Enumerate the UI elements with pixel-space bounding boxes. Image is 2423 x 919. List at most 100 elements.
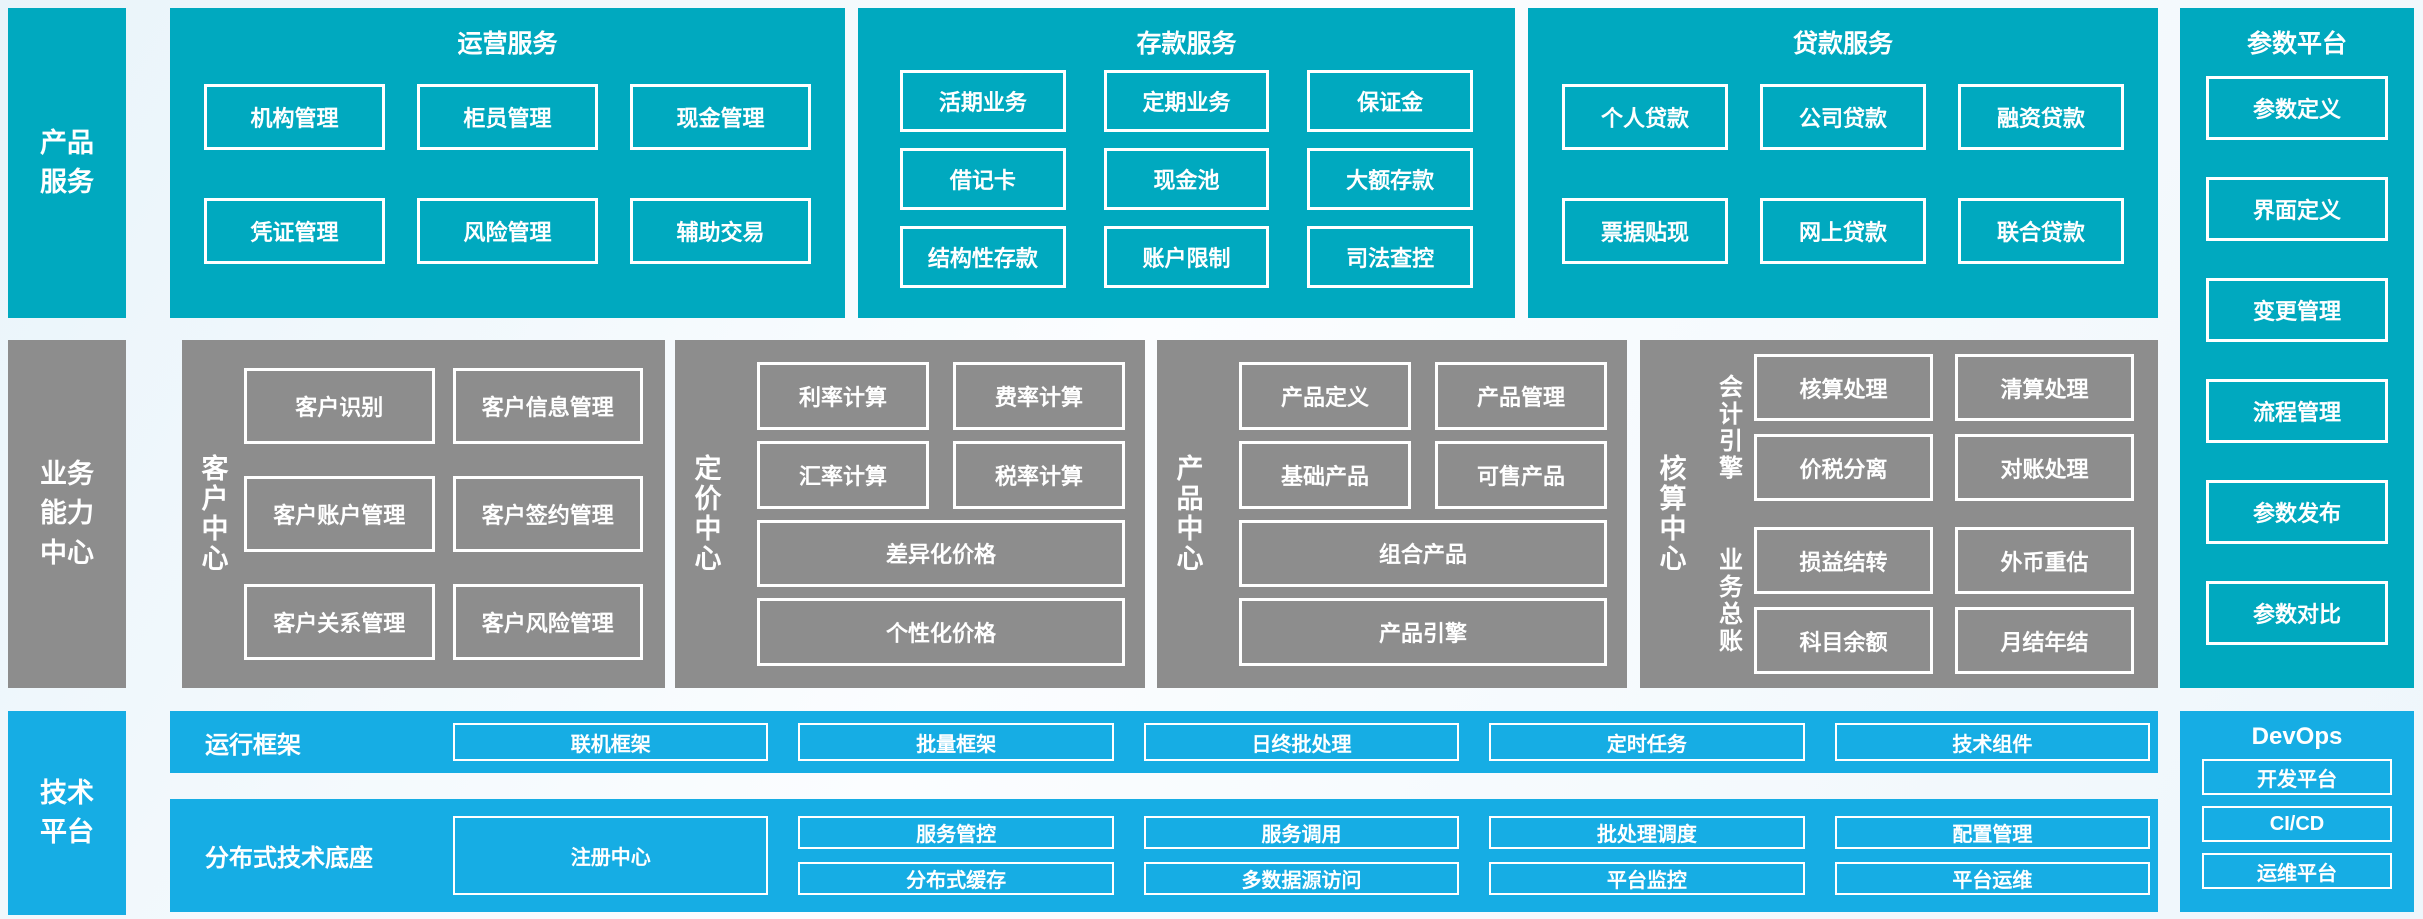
module-box: 产品定义: [1239, 362, 1411, 430]
distributed-base-slots: 注册中心 服务管控 分布式缓存 服务调用 多数据源访问 批处理调度 平台监控 配…: [453, 816, 2158, 895]
module-box: 税率计算: [953, 440, 1125, 509]
product-center-grid: 产品定义 产品管理 基础产品 可售产品 组合产品 产品引擎: [1239, 362, 1607, 666]
module-box: 批处理调度: [1489, 816, 1805, 849]
accounting-center-body: 会计引擎 核算处理 清算处理 价税分离 对账处理 业务总账 损益结转 外币重估 …: [1702, 354, 2134, 674]
pricing-center-label: 定价中心: [690, 454, 721, 574]
section-accounting-center: 核算中心 会计引擎 核算处理 清算处理 价税分离 对账处理 业务总账 损益结转 …: [1640, 340, 2158, 688]
section-title: 贷款服务: [1792, 30, 1893, 58]
module-box: 开发平台: [2202, 759, 2392, 795]
module-box: 定时任务: [1489, 723, 1805, 761]
module-box: 服务调用: [1143, 816, 1460, 849]
module-box: 平台监控: [1489, 862, 1805, 895]
module-box: 票据贴现: [1562, 198, 1728, 264]
module-box: 组合产品: [1239, 519, 1607, 588]
product-center-label: 产品中心: [1172, 454, 1203, 574]
sidebar-business-capability: 业务能力中心: [8, 340, 126, 688]
section-title: 运营服务: [457, 30, 558, 58]
module-box: 产品管理: [1435, 362, 1607, 430]
module-box: 对账处理: [1955, 434, 2134, 501]
section-loan-services: 贷款服务 个人贷款 公司贷款 融资贷款 票据贴现 网上贷款 联合贷款: [1528, 8, 2158, 318]
sidebar-technology-platform: 技术平台: [8, 711, 126, 915]
module-box: 保证金: [1307, 70, 1473, 132]
customer-center-grid: 客户识别 客户信息管理 客户账户管理 客户签约管理 客户关系管理 客户风险管理: [244, 368, 643, 660]
accounting-engine-label: 会计引擎: [1714, 373, 1742, 482]
module-box: 机构管理: [204, 84, 385, 150]
module-box: 月结年结: [1955, 607, 2134, 674]
module-box: 账户限制: [1103, 226, 1270, 288]
business-ledger-group: 业务总账 损益结转 外币重估 科目余额 月结年结: [1702, 527, 2134, 674]
module-box: 个人贷款: [1562, 84, 1728, 150]
module-box: 客户识别: [244, 368, 435, 444]
module-box: 定期业务: [1103, 70, 1270, 132]
section-operation-services: 运营服务 机构管理 柜员管理 现金管理 凭证管理 风险管理 辅助交易: [170, 8, 845, 318]
module-box: 服务管控: [798, 816, 1114, 849]
module-box: 注册中心: [453, 816, 769, 895]
section-title: 参数平台: [2246, 30, 2347, 58]
module-box: 损益结转: [1754, 527, 1933, 594]
module-box: CI/CD: [2202, 806, 2392, 842]
section-deposit-services: 存款服务 活期业务 定期业务 保证金 借记卡 现金池 大额存款 结构性存款 账户…: [858, 8, 1515, 318]
business-ledger-label: 业务总账: [1714, 546, 1742, 655]
module-box: 技术组件: [1834, 723, 2151, 761]
module-box: 网上贷款: [1760, 198, 1926, 264]
module-box: 联合贷款: [1958, 198, 2124, 264]
section-devops: DevOps 开发平台 CI/CD 运维平台: [2180, 711, 2414, 912]
module-box: 批量框架: [798, 723, 1114, 761]
section-runtime-framework: 运行框架 联机框架 批量框架 日终批处理 定时任务 技术组件: [170, 711, 2158, 773]
module-box: 配置管理: [1834, 816, 2151, 849]
loan-services-grid: 个人贷款 公司贷款 融资贷款 票据贴现 网上贷款 联合贷款: [1528, 64, 2158, 264]
module-box: 基础产品: [1239, 440, 1411, 509]
runtime-framework-slots: 联机框架 批量框架 日终批处理 定时任务 技术组件: [453, 723, 2158, 761]
operation-services-grid: 机构管理 柜员管理 现金管理 凭证管理 风险管理 辅助交易: [170, 64, 845, 264]
business-ledger-grid: 损益结转 外币重估 科目余额 月结年结: [1754, 527, 2134, 674]
pricing-center-grid: 利率计算 费率计算 汇率计算 税率计算 差异化价格 个性化价格: [757, 362, 1125, 666]
module-box: 价税分离: [1754, 434, 1933, 501]
section-parameter-platform: 参数平台 参数定义 界面定义 变更管理 流程管理 参数发布 参数对比: [2180, 8, 2414, 688]
module-box: 客户关系管理: [244, 584, 435, 660]
module-box: 现金池: [1103, 148, 1270, 210]
module-box: 凭证管理: [204, 198, 385, 264]
module-box: 司法查控: [1307, 226, 1473, 288]
section-customer-center: 客户中心 客户识别 客户信息管理 客户账户管理 客户签约管理 客户关系管理 客户…: [182, 340, 665, 688]
module-box: 流程管理: [2206, 379, 2388, 443]
module-box: 柜员管理: [417, 84, 598, 150]
module-box: 科目余额: [1754, 607, 1933, 674]
module-box: 客户签约管理: [452, 476, 643, 552]
module-box: 界面定义: [2206, 177, 2388, 241]
module-box: 联机框架: [453, 723, 769, 761]
module-box: 汇率计算: [757, 440, 929, 509]
module-box: 融资贷款: [1958, 84, 2124, 150]
module-box: 日终批处理: [1143, 723, 1460, 761]
module-box: 外币重估: [1955, 527, 2134, 594]
module-box: 借记卡: [900, 148, 1066, 210]
parameter-platform-stack: 参数定义 界面定义 变更管理 流程管理 参数发布 参数对比: [2180, 64, 2414, 645]
module-box: 平台运维: [1834, 862, 2151, 895]
sidebar-product-services-label: 产品服务: [39, 127, 94, 197]
module-box: 参数定义: [2206, 76, 2388, 140]
module-box: 核算处理: [1754, 354, 1933, 421]
distributed-base-label: 分布式技术底座: [205, 845, 373, 872]
section-distributed-base: 分布式技术底座 注册中心 服务管控 分布式缓存 服务调用 多数据源访问 批处理调…: [170, 799, 2158, 912]
accounting-engine-grid: 核算处理 清算处理 价税分离 对账处理: [1754, 354, 2134, 501]
section-pricing-center: 定价中心 利率计算 费率计算 汇率计算 税率计算 差异化价格 个性化价格: [675, 340, 1145, 688]
module-box: 结构性存款: [900, 226, 1066, 288]
module-box: 公司贷款: [1760, 84, 1926, 150]
sidebar-technology-platform-label: 技术平台: [39, 777, 94, 847]
module-box: 活期业务: [900, 70, 1066, 132]
module-box: 多数据源访问: [1143, 862, 1460, 895]
module-box: 差异化价格: [757, 519, 1125, 588]
module-box: 个性化价格: [757, 598, 1125, 666]
module-box: 客户信息管理: [452, 368, 643, 444]
module-box: 风险管理: [417, 198, 598, 264]
module-box: 客户风险管理: [452, 584, 643, 660]
module-box: 参数对比: [2206, 581, 2388, 645]
module-box: 大额存款: [1307, 148, 1473, 210]
section-title: 存款服务: [1136, 30, 1237, 58]
module-box: 产品引擎: [1239, 598, 1607, 666]
module-box: 清算处理: [1955, 354, 2134, 421]
module-box: 变更管理: [2206, 278, 2388, 342]
accounting-center-label: 核算中心: [1655, 454, 1686, 574]
module-box: 利率计算: [757, 362, 929, 430]
module-box: 客户账户管理: [244, 476, 435, 552]
